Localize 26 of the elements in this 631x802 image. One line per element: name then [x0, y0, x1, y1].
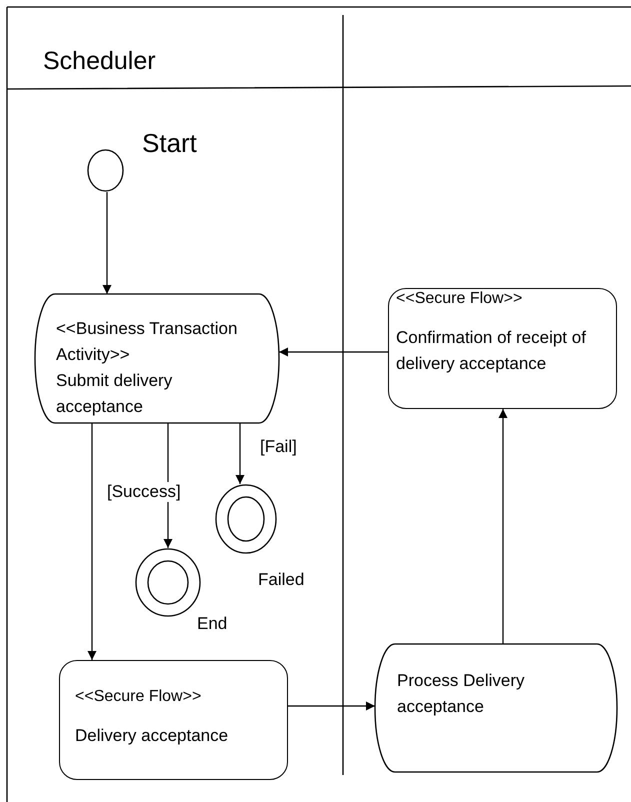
- arrow: [88, 423, 96, 660]
- edge-label: [Success]: [106, 482, 182, 502]
- lane-title: Scheduler: [43, 47, 156, 76]
- node-caption: End: [197, 614, 228, 634]
- arrow: [288, 702, 375, 710]
- node-text: Process Delivery acceptance: [397, 670, 526, 718]
- activity-shape: [375, 644, 617, 772]
- arrow: [498, 409, 508, 644]
- flow-box: [59, 660, 288, 780]
- node-text: Confirmation of receipt of delivery acceptance: [396, 327, 587, 374]
- stereotype-text: <<Secure Flow>>: [75, 687, 202, 707]
- arrow: [236, 423, 244, 484]
- arrow: [279, 348, 388, 356]
- end-node-circle: [135, 548, 201, 617]
- start-circle: [87, 149, 124, 192]
- stereotype-text: <<Business Transaction Activity>>: [56, 318, 238, 366]
- stereotype-text: <<Secure Flow>>: [396, 289, 524, 309]
- node-caption: Failed: [258, 570, 304, 590]
- end-node-circle: [215, 484, 277, 554]
- node-text: Delivery acceptance: [75, 725, 230, 747]
- edge-label: [Fail]: [259, 437, 298, 457]
- node-caption: Start: [142, 128, 197, 159]
- flow-box: [388, 288, 617, 409]
- arrow: [102, 192, 112, 294]
- activity-shape: [35, 294, 279, 423]
- node-text: Submit delivery acceptance: [56, 370, 174, 418]
